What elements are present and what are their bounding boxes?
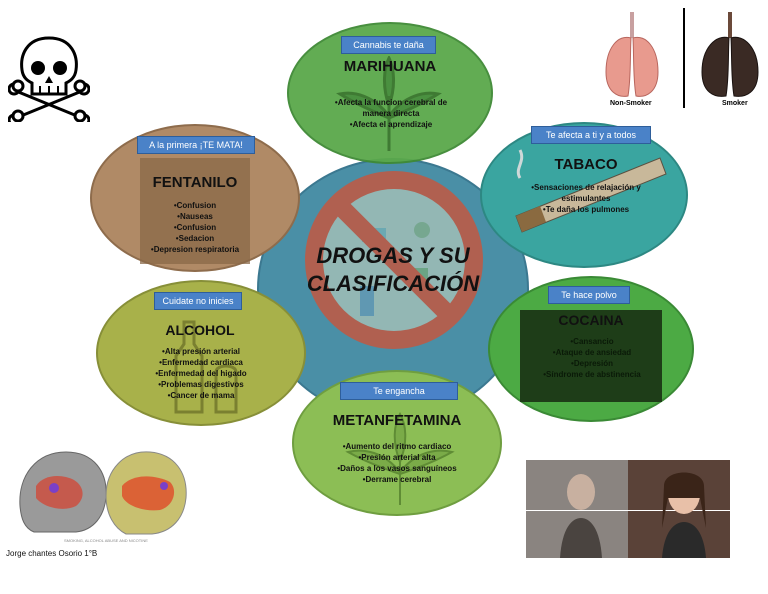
lungs-comparison-image: Non-Smoker Smoker: [598, 8, 768, 116]
person-silhouette-icon: [662, 472, 706, 558]
alcohol-tag: Cuidate no inicies: [154, 292, 242, 310]
non-smoker-label: Non-Smoker: [610, 100, 652, 107]
fentanilo-tag: A la primera ¡TE MATA!: [137, 136, 255, 154]
no-drugs-icon: [305, 171, 483, 349]
list-item: Depresion respiratoria: [138, 244, 252, 255]
person-silhouette-icon: [560, 474, 602, 558]
photo-divider: [526, 510, 730, 511]
list-item: Te daña los pulmones: [518, 204, 654, 215]
list-item: Alta presión arterial: [134, 346, 268, 357]
before-after-photo: [526, 460, 730, 558]
list-item: Depresión: [522, 358, 662, 369]
list-item: Cansancio: [522, 336, 662, 347]
metanfetamina-tag: Te engancha: [340, 382, 458, 400]
main-title: DROGAS Y SU CLASIFICACIÓN: [282, 242, 504, 298]
main-title-line1: DROGAS Y SU: [316, 243, 470, 268]
list-item: Afecta el aprendizaje: [320, 119, 462, 130]
skull-crossbones-icon: [8, 36, 90, 122]
list-item: Sedacion: [138, 233, 252, 244]
smoker-label: Smoker: [722, 100, 748, 107]
author-caption: Jorge chantes Osorio 1°B: [6, 549, 98, 558]
fentanilo-title: FENTANILO: [152, 174, 238, 191]
list-item: Problemas digestivos: [134, 379, 268, 390]
tabaco-tag: Te afecta a ti y a todos: [531, 126, 651, 144]
brain-scan-image: [19, 451, 187, 535]
alcohol-title: ALCOHOL: [165, 322, 235, 338]
list-item: Afecta la funcion cerebral de manera dir…: [320, 97, 462, 119]
brain-credit: SMOKING, ALCOHOL ABUSE AND NICOTINE: [64, 538, 148, 543]
list-item: Ataque de ansiedad: [522, 347, 662, 358]
list-item: Enfermedad del higado: [134, 368, 268, 379]
list-item: Síndrome de abstinencia: [522, 369, 662, 380]
list-item: Daños a los vasos sanguíneos: [316, 463, 478, 474]
list-item: Enfermedad cardiaca: [134, 357, 268, 368]
cocaina-title: COCAINA: [558, 312, 624, 328]
marihuana-title: MARIHUANA: [343, 58, 437, 75]
lungs-icon: [605, 8, 759, 108]
marihuana-list: Afecta la funcion cerebral de manera dir…: [320, 97, 462, 130]
list-item: Nauseas: [138, 211, 252, 222]
list-item: Aumento del ritmo cardiaco: [316, 441, 478, 452]
marihuana-tag: Cannabis te daña: [341, 36, 436, 54]
metanfetamina-title: METANFETAMINA: [332, 412, 462, 429]
cocaina-tag: Te hace polvo: [548, 286, 630, 304]
cocaina-list: Cansancio Ataque de ansiedad Depresión S…: [522, 336, 662, 380]
main-title-line2: CLASIFICACIÓN: [306, 271, 480, 296]
alcohol-list: Alta presión arterial Enfermedad cardiac…: [134, 346, 268, 401]
list-item: Confusion: [138, 222, 252, 233]
list-item: Derrame cerebral: [316, 474, 478, 485]
tabaco-title: TABACO: [554, 156, 618, 173]
fentanilo-list: Confusion Nauseas Confusion Sedacion Dep…: [138, 200, 252, 255]
metanfetamina-list: Aumento del ritmo cardiaco Presión arter…: [316, 441, 478, 485]
list-item: Cancer de mama: [134, 390, 268, 401]
list-item: Sensaciones de relajación y estimulantes: [518, 182, 654, 204]
list-item: Confusion: [138, 200, 252, 211]
list-item: Presión arterial alta: [316, 452, 478, 463]
tabaco-list: Sensaciones de relajación y estimulantes…: [518, 182, 654, 215]
